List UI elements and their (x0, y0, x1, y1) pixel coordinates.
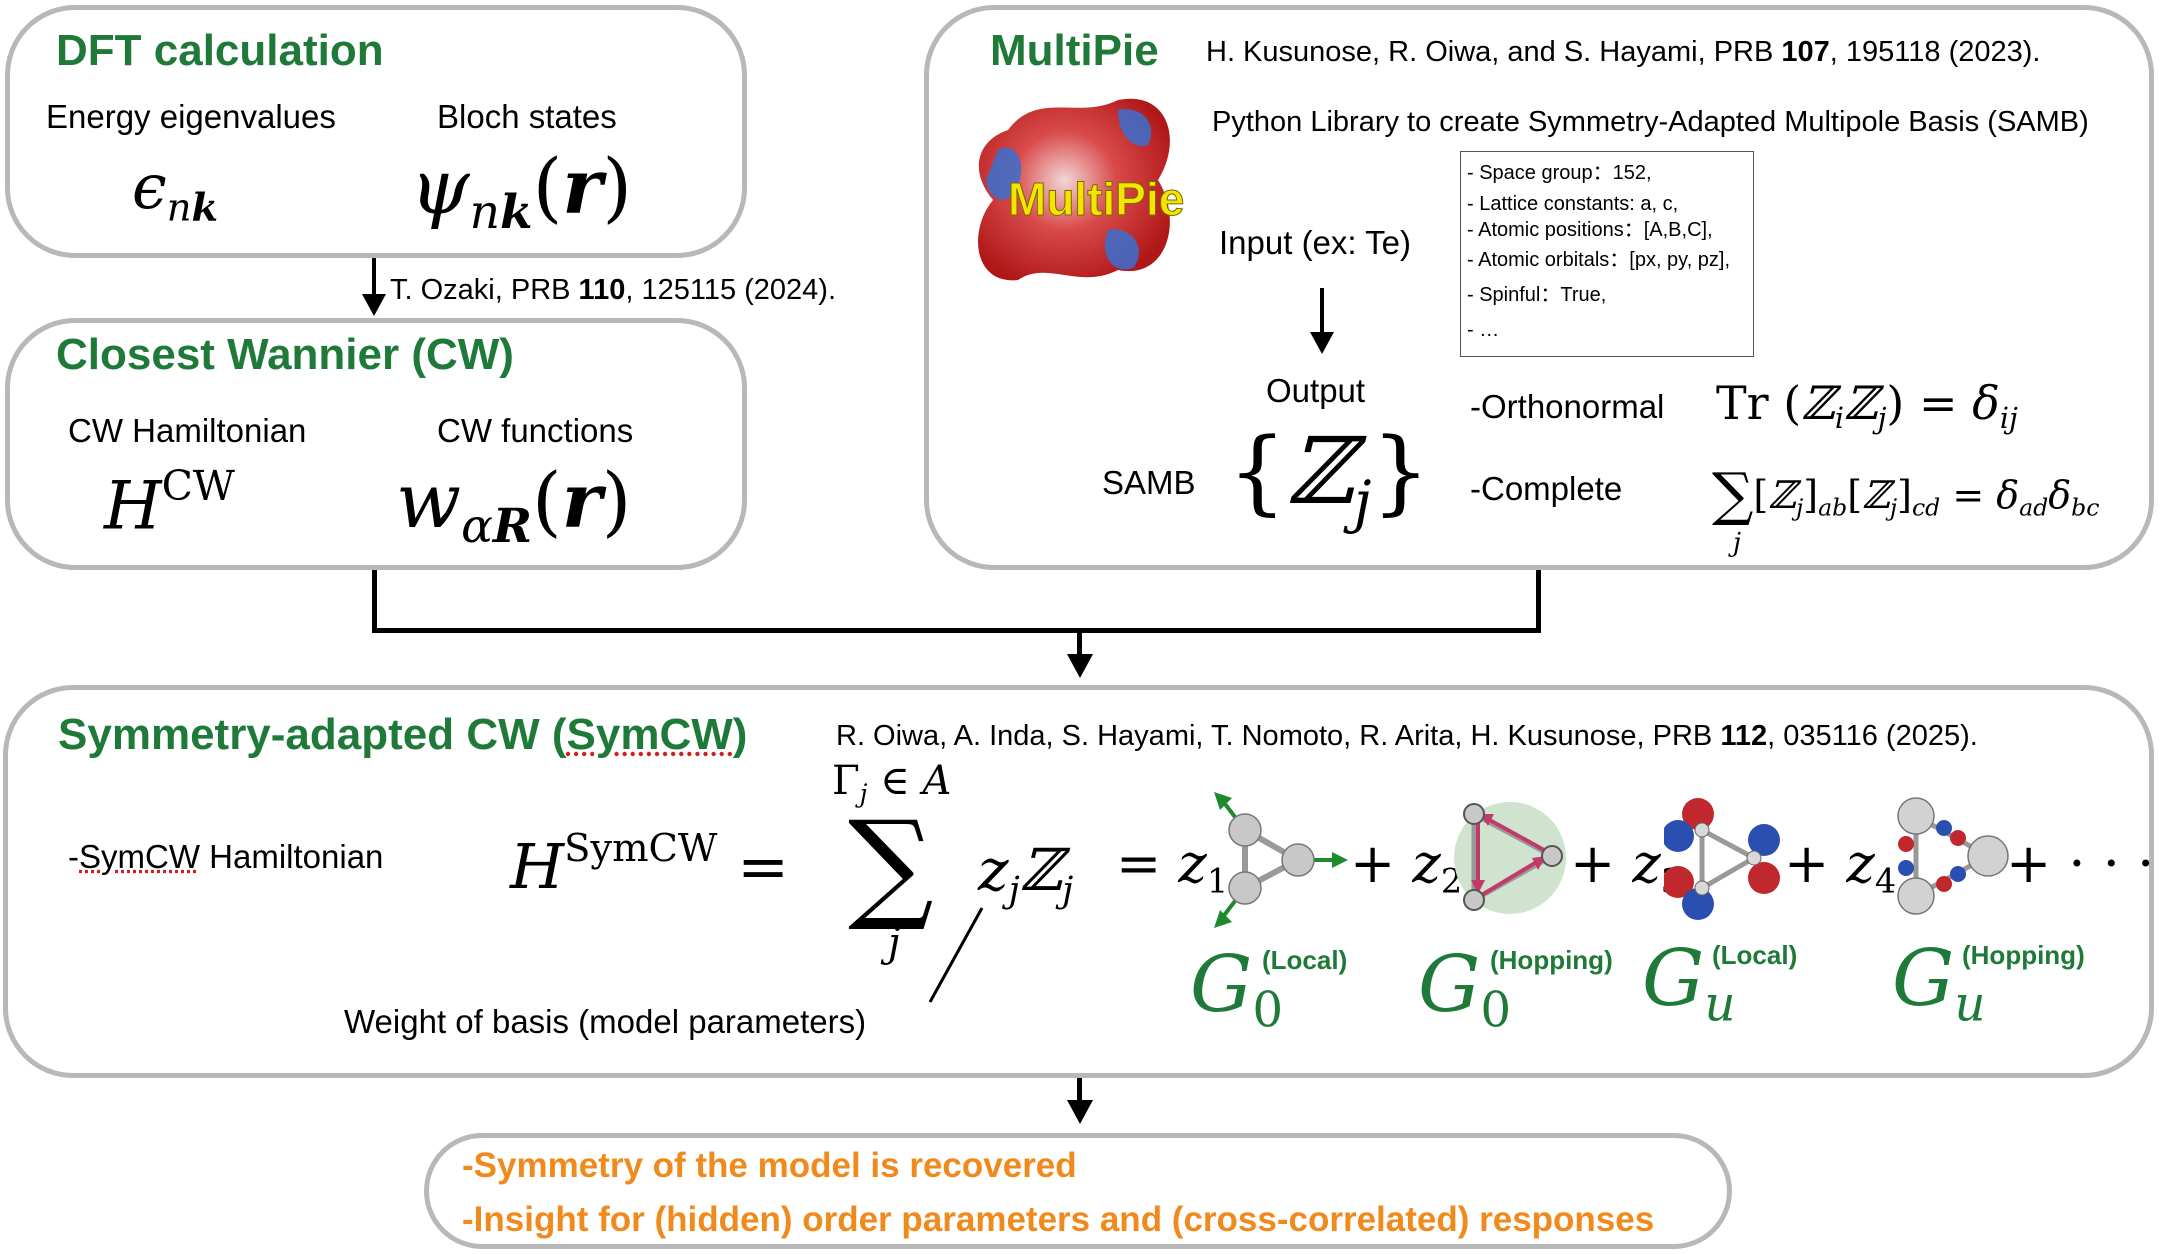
multipie-logo: MultiPie (978, 98, 1185, 281)
orthonormal-formula: Tr (ℤiℤj) = δij (1716, 376, 2018, 436)
symcw-to-results-arrowhead (1067, 1100, 1093, 1124)
complete-label: -Complete (1470, 470, 1623, 507)
cw-title: Closest Wannier (CW) (56, 330, 514, 379)
expansion-z2: + z2 (1350, 832, 1463, 901)
cw-hamiltonian-formula: HCW (104, 462, 235, 545)
basis-gu-hopping-label: (Hopping) (1962, 940, 2085, 970)
dft-box (5, 5, 747, 258)
basis-gu-local-picture (1664, 798, 1780, 920)
weight-label: Weight of basis (model parameters) (344, 1003, 867, 1040)
basis-gu-hopping-symbol: Gu (1892, 934, 1986, 1033)
sum-lower-index: j (888, 920, 901, 966)
cw-merge-line (372, 570, 377, 632)
symcw-title: Symmetry-adapted CW (SymCW) (58, 710, 748, 759)
input-item-spinful: - Spinful：True, (1467, 284, 1607, 306)
merge-down-arrowhead (1067, 654, 1093, 678)
samb-formula: {ℤj} (1228, 418, 1430, 536)
cw-box (5, 318, 747, 570)
cw-hamiltonian-label: CW Hamiltonian (68, 412, 307, 449)
basis-gu-local-symbol: Gu (1642, 934, 1736, 1033)
basis-g0-hopping-label: (Hopping) (1490, 945, 1613, 975)
input-label: Input (ex: Te) (1219, 224, 1411, 261)
merge-down-shaft (1077, 632, 1082, 658)
multipie-logo-text: MultiPie (1008, 173, 1184, 225)
expansion-ellipsis: + · · · (2006, 832, 2155, 895)
sum-upper-index: Γj ∈ A (832, 758, 952, 808)
symcw-reference: R. Oiwa, A. Inda, S. Hayami, T. Nomoto, … (836, 720, 1978, 752)
input-item-atomic-orbitals: - Atomic orbitals：[px, py, pz], (1467, 249, 1731, 271)
cw-functions-label: CW functions (437, 412, 634, 449)
samb-label: SAMB (1102, 464, 1196, 501)
input-item-more: - … (1467, 319, 1500, 341)
basis-g0-hopping-picture (1454, 802, 1566, 914)
energy-eigenvalue-formula: ϵnk (132, 150, 219, 231)
input-item-space-group: - Space group：152, (1467, 162, 1652, 184)
input-to-output-arrowhead (1310, 332, 1334, 354)
multipie-reference: H. Kusunose, R. Oiwa, and S. Hayami, PRB… (1206, 36, 2041, 68)
input-item-atomic-positions: - Atomic positions：[A,B,C], (1467, 219, 1713, 241)
multipie-title: MultiPie (990, 26, 1159, 75)
results-box (424, 1133, 1732, 1249)
expansion-z4: + z4 (1784, 832, 1897, 901)
dft-title: DFT calculation (56, 26, 384, 75)
bloch-states-label: Bloch states (437, 98, 617, 135)
result-order-parameters-insight: -Insight for (hidden) order parameters a… (462, 1200, 1655, 1239)
symcw-hamiltonian-label: -SymCW Hamiltonian (68, 838, 384, 875)
energy-eigenvalues-label: Energy eigenvalues (46, 98, 336, 135)
basis-g0-hopping-symbol: G0 (1418, 940, 1512, 1039)
output-label: Output (1266, 372, 1366, 409)
cw-function-formula: wαR(r) (396, 456, 632, 555)
weight-pointer-line (928, 907, 984, 1003)
basis-gu-local-label: (Local) (1712, 940, 1798, 970)
basis-gu-hopping-picture (1897, 797, 2009, 915)
input-to-output-arrow-shaft (1320, 288, 1324, 336)
basis-g0-local-label: (Local) (1262, 945, 1348, 975)
multipie-description: Python Library to create Symmetry-Adapte… (1212, 106, 2089, 138)
basis-g0-local-symbol: G0 (1190, 940, 1284, 1039)
expansion-z1: = z1 (1116, 832, 1229, 901)
completeness-formula: ∑[ℤj]ab[ℤj]cd = δadδbc (1712, 460, 2100, 528)
sum-symbol: ∑ (848, 796, 934, 935)
result-symmetry-recovered: -Symmetry of the model is recovered (462, 1146, 1077, 1185)
symcw-box (3, 685, 2154, 1078)
input-parameter-list: - Space group：152, - Lattice constants: … (1460, 151, 1754, 357)
merge-horizontal-line (372, 628, 1541, 633)
symcw-to-results-shaft (1077, 1078, 1082, 1104)
dft-to-cw-arrowhead (362, 294, 386, 316)
orthonormal-label: -Orthonormal (1470, 388, 1665, 425)
input-item-lattice-constants: - Lattice constants: a, c, (1467, 193, 1679, 215)
weighted-basis-term: zjℤj (978, 836, 1074, 911)
symcw-hamiltonian-formula: HSymCW = (510, 826, 790, 903)
basis-g0-local-picture (1214, 792, 1348, 928)
dft-to-cw-arrow-shaft (372, 258, 376, 298)
completeness-sum-index: j (1733, 528, 1742, 558)
bloch-state-formula: ψnk(r) (410, 142, 632, 241)
multipie-merge-line (1536, 570, 1541, 632)
cw-reference: T. Ozaki, PRB 110, 125115 (2024). (390, 274, 837, 306)
